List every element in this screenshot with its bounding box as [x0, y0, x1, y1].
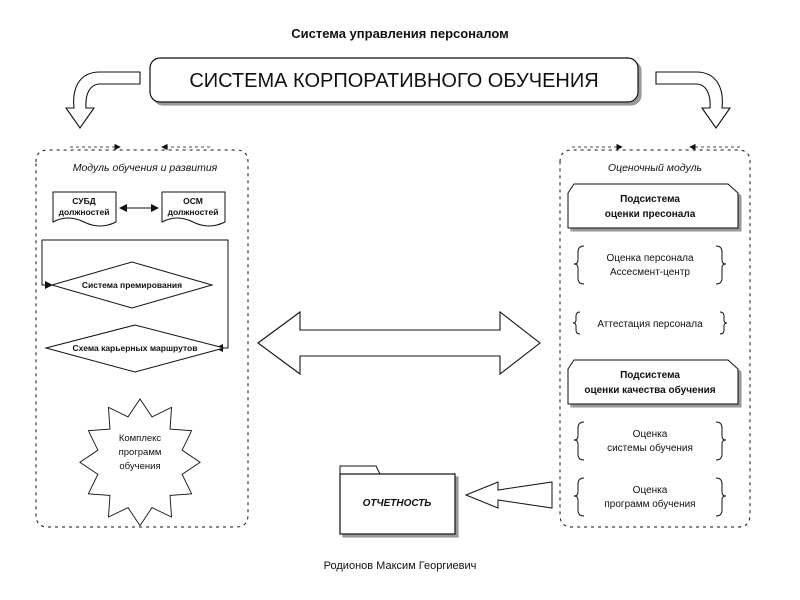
subd-box: СУБД должностей — [52, 191, 117, 227]
subsystem-1-label-2: оценки пресонала — [605, 209, 696, 220]
eval-system-label-1: Оценка — [633, 429, 668, 440]
eval-system-item: Оценка системы обучения — [573, 421, 727, 461]
subsystem-2-box: Подсистема оценки качества обучения — [567, 359, 739, 405]
osm-box: ОСМ должностей — [161, 191, 226, 227]
bonus-system-diamond: Система премирования — [50, 261, 214, 309]
curved-arrow-right-icon — [655, 71, 732, 129]
subsystem-2-label-1: Подсистема — [620, 370, 680, 381]
left-module-title: Модуль обучения и развития — [73, 162, 218, 174]
subsystem-2-label-2: оценки качества обучения — [584, 384, 715, 396]
author-name: Родионов Максим Георгиевич — [324, 560, 477, 572]
double-arrow-icon — [257, 310, 541, 376]
osm-label-2: должностей — [168, 207, 219, 217]
career-scheme-label: Схема карьерных маршрутов — [73, 343, 198, 353]
main-banner: СИСТЕМА КОРПОРАТИВНОГО ОБУЧЕНИЯ — [149, 57, 639, 103]
star-label-3: обучения — [119, 461, 160, 472]
right-module-frame — [559, 149, 751, 528]
eval-system-label-2: системы обучения — [607, 442, 693, 454]
left-module-frame — [35, 149, 249, 528]
curved-arrow-left-icon — [64, 71, 141, 129]
subsystem-1-label-1: Подсистема — [620, 194, 680, 205]
attestation-item: Аттестация персонала — [572, 311, 728, 335]
right-module-title: Оценочный модуль — [608, 162, 702, 174]
page-title: Система управления персоналом — [291, 26, 509, 41]
osm-label-1: ОСМ — [183, 196, 203, 206]
reporting-arrow-icon — [464, 481, 553, 509]
eval-programs-label-2: программ обучения — [604, 498, 695, 510]
reporting-folder: ОТЧЕТНОСТЬ — [339, 465, 456, 535]
assessment-label-1: Оценка персонала — [606, 253, 694, 264]
star-shape: Комплекс программ обучения — [79, 398, 201, 527]
eval-programs-item: Оценка программ обучения — [573, 477, 727, 517]
reporting-label: ОТЧЕТНОСТЬ — [363, 498, 432, 509]
bonus-system-label: Система премирования — [82, 280, 182, 290]
assessment-item: Оценка персонала Ассесмент-центр — [573, 245, 727, 285]
attestation-label: Аттестация персонала — [597, 319, 703, 330]
main-banner-label: СИСТЕМА КОРПОРАТИВНОГО ОБУЧЕНИЯ — [189, 70, 598, 92]
eval-programs-label-1: Оценка — [633, 485, 668, 496]
subd-label-1: СУБД — [72, 196, 95, 206]
subsystem-1-box: Подсистема оценки пресонала — [567, 183, 739, 229]
subd-label-2: должностей — [59, 207, 110, 217]
star-label-2: программ — [119, 447, 162, 458]
assessment-label-2: Ассесмент-центр — [610, 267, 690, 278]
career-scheme-diamond: Схема карьерных маршрутов — [44, 324, 226, 373]
star-label-1: Комплекс — [119, 433, 162, 444]
